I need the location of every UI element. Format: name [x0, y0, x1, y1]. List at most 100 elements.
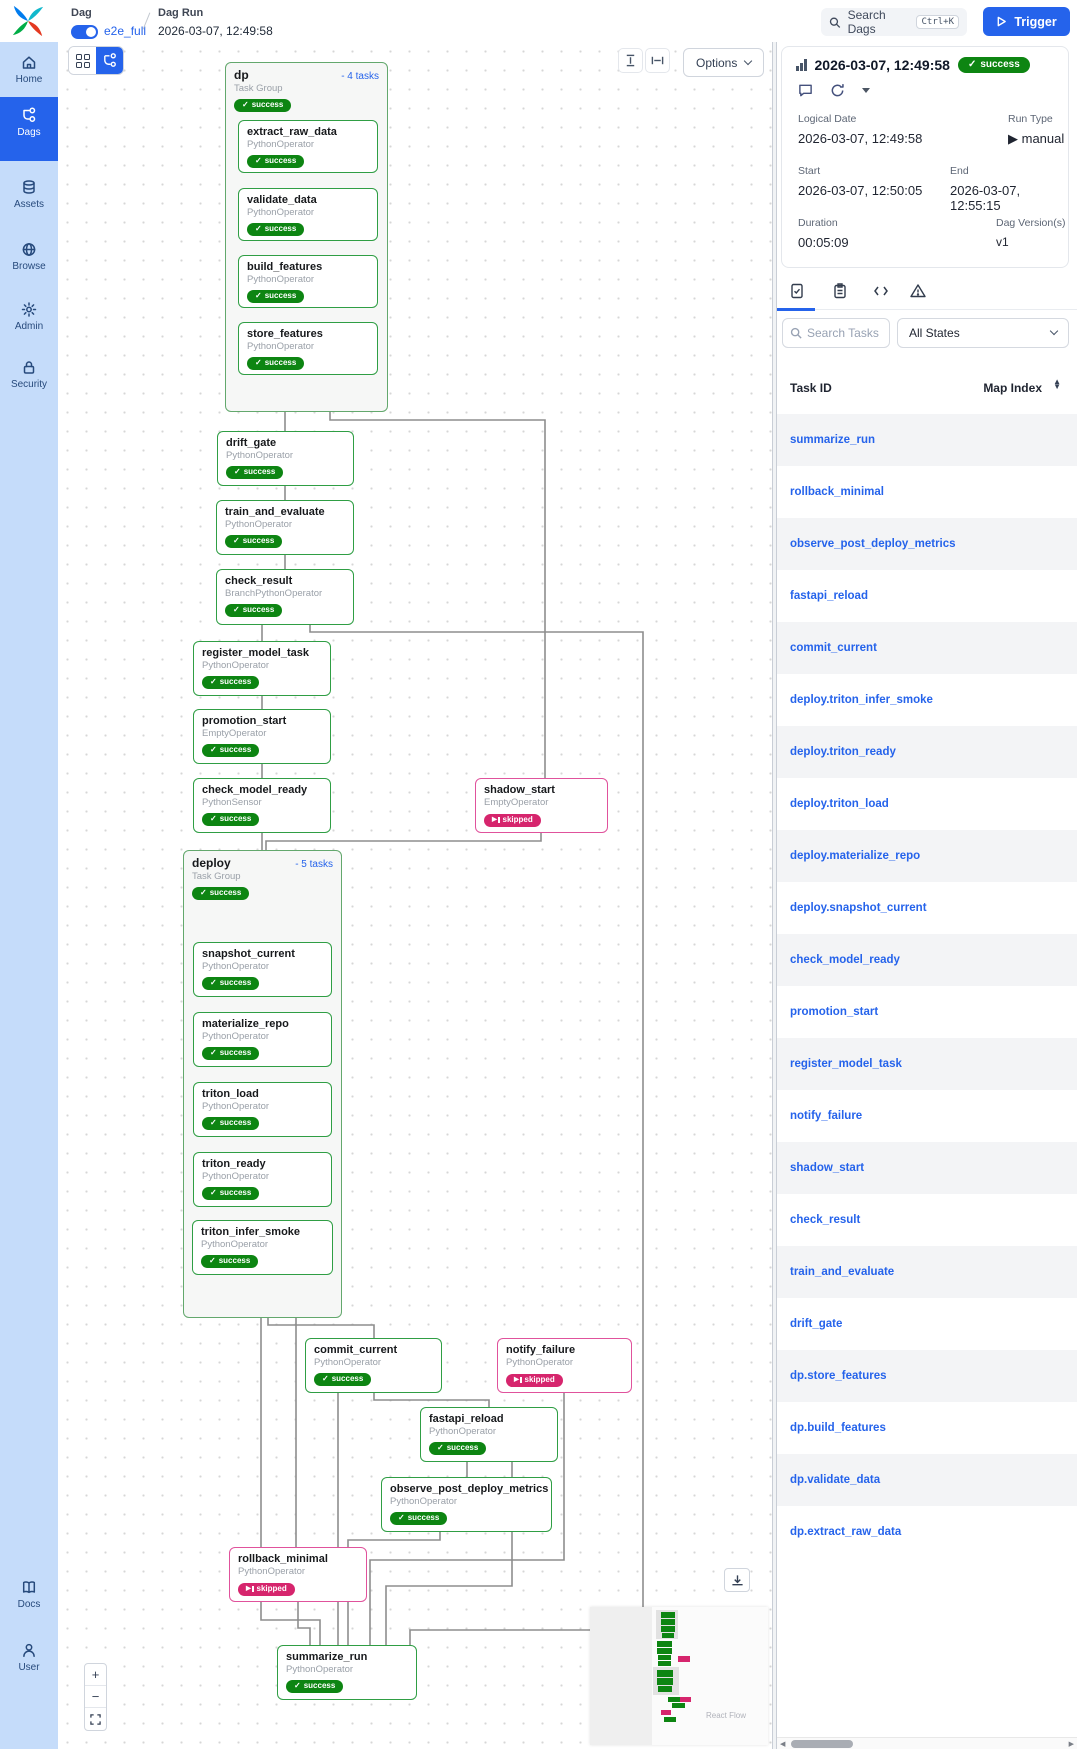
refresh-icon[interactable]	[830, 83, 845, 98]
task-node-deploy.snapshot_current[interactable]: snapshot_current PythonOperator ✓success	[193, 942, 332, 997]
task-search-input[interactable]	[807, 326, 879, 340]
dag-name-link[interactable]: e2e_full	[104, 24, 147, 38]
task-node-check_result[interactable]: check_result BranchPythonOperator ✓succe…	[216, 569, 354, 625]
task-node-dp.validate_data[interactable]: validate_data PythonOperator ✓success	[238, 188, 378, 241]
graph-canvas[interactable]: Options dp - 4 tasks Task Group ✓success…	[58, 42, 772, 1749]
task-search-box	[782, 318, 890, 348]
grid-view-button[interactable]	[69, 47, 96, 74]
task-node-drift_gate[interactable]: drift_gate PythonOperator ✓success	[217, 431, 354, 486]
dags-icon	[23, 107, 36, 122]
collapse-horizontal-button[interactable]	[645, 48, 670, 73]
panel-horizontal-scrollbar[interactable]: ◀ ▶	[777, 1737, 1077, 1749]
task-id-link[interactable]: train_and_evaluate	[790, 1266, 895, 1278]
sidebar-item-admin[interactable]: Admin	[0, 301, 58, 332]
task-node-dp.build_features[interactable]: build_features PythonOperator ✓success	[238, 255, 378, 308]
collapse-vertical-button[interactable]	[618, 48, 643, 73]
task-id-link[interactable]: check_model_ready	[790, 954, 900, 966]
task-node-shadow_start[interactable]: shadow_start EmptyOperator ▶skipped	[475, 778, 608, 833]
task-id-column-header: Task ID	[790, 381, 832, 395]
task-id-link[interactable]: deploy.snapshot_current	[790, 902, 927, 914]
graph-view-button[interactable]	[96, 47, 123, 74]
status-pill-success: ✓success	[247, 222, 305, 236]
task-id-link[interactable]: rollback_minimal	[790, 486, 884, 498]
breadcrumb-separator	[142, 12, 151, 30]
graph-minimap[interactable]	[590, 1607, 768, 1745]
task-node-dp.store_features[interactable]: store_features PythonOperator ✓success	[238, 322, 378, 375]
task-node-observe_post_deploy_metrics[interactable]: observe_post_deploy_metrics PythonOperat…	[381, 1477, 552, 1532]
active-tab-indicator	[777, 308, 815, 311]
dag-version-label: Dag Version(s)	[996, 217, 1066, 229]
minimap-bar	[657, 1678, 673, 1685]
sidebar-item-home[interactable]: Home	[0, 54, 58, 85]
group-collapse-badge[interactable]: - 5 tasks	[295, 859, 333, 870]
tab-code[interactable]	[873, 283, 891, 301]
task-row: promotion_start	[777, 986, 1077, 1038]
state-filter-select[interactable]: All States	[897, 318, 1069, 348]
sidebar-item-user[interactable]: User	[0, 1642, 58, 1673]
run-actions-caret[interactable]	[862, 88, 870, 93]
task-node-check_model_ready[interactable]: check_model_ready PythonSensor ✓success	[193, 778, 331, 833]
dag-pause-toggle[interactable]	[71, 25, 98, 39]
sidebar-item-browse[interactable]: Browse	[0, 241, 58, 272]
sort-icon[interactable]: ▲▼	[1053, 377, 1061, 391]
align-horizontal-icon	[651, 56, 664, 65]
tab-task-instances[interactable]	[789, 283, 807, 301]
task-node-deploy.triton_load[interactable]: triton_load PythonOperator ✓success	[193, 1082, 332, 1137]
scroll-left-arrow[interactable]: ◀	[780, 1741, 786, 1748]
task-id-link[interactable]: summarize_run	[790, 434, 876, 446]
zoom-out-button[interactable]: −	[85, 1686, 106, 1708]
scroll-right-arrow[interactable]: ▶	[1068, 1741, 1074, 1748]
sidebar-item-dags[interactable]: Dags	[0, 97, 58, 161]
airflow-logo[interactable]	[10, 4, 46, 38]
task-id-link[interactable]: deploy.triton_infer_smoke	[790, 694, 933, 706]
task-id-link[interactable]: fastapi_reload	[790, 590, 868, 602]
task-node-notify_failure[interactable]: notify_failure PythonOperator ▶skipped	[497, 1338, 632, 1393]
task-node-summarize_run[interactable]: summarize_run PythonOperator ✓success	[277, 1645, 417, 1700]
task-node-deploy.triton_infer_smoke[interactable]: triton_infer_smoke PythonOperator ✓succe…	[192, 1220, 333, 1275]
task-node-register_model_task[interactable]: register_model_task PythonOperator ✓succ…	[193, 641, 331, 696]
trigger-dag-button[interactable]: Trigger	[983, 7, 1070, 36]
task-node-deploy.materialize_repo[interactable]: materialize_repo PythonOperator ✓success	[193, 1012, 332, 1067]
task-node-title: triton_ready	[202, 1158, 266, 1170]
task-node-deploy.triton_ready[interactable]: triton_ready PythonOperator ✓success	[193, 1152, 332, 1207]
task-node-commit_current[interactable]: commit_current PythonOperator ✓success	[305, 1338, 442, 1393]
task-id-link[interactable]: check_result	[790, 1214, 861, 1226]
task-node-title: drift_gate	[226, 437, 277, 449]
fit-view-button[interactable]	[85, 1708, 106, 1730]
download-graph-button[interactable]	[724, 1568, 750, 1592]
tab-details[interactable]	[832, 283, 850, 301]
search-dags-button[interactable]: Search Dags Ctrl+K	[821, 8, 967, 36]
tab-events[interactable]	[910, 283, 928, 301]
sidebar-item-assets[interactable]: Assets	[0, 179, 58, 210]
task-id-link[interactable]: dp.extract_raw_data	[790, 1526, 902, 1538]
task-id-link[interactable]: shadow_start	[790, 1162, 865, 1174]
task-id-link[interactable]: deploy.triton_load	[790, 798, 889, 810]
task-id-link[interactable]: promotion_start	[790, 1006, 879, 1018]
note-icon[interactable]	[798, 83, 813, 98]
panel-resize-handle[interactable]	[772, 42, 777, 1749]
task-id-link[interactable]: deploy.triton_ready	[790, 746, 896, 758]
task-id-link[interactable]: register_model_task	[790, 1058, 902, 1070]
task-node-fastapi_reload[interactable]: fastapi_reload PythonOperator ✓success	[420, 1407, 558, 1462]
sidebar-item-label: Home	[15, 74, 43, 85]
task-id-link[interactable]: notify_failure	[790, 1110, 863, 1122]
task-id-link[interactable]: observe_post_deploy_metrics	[790, 538, 956, 550]
task-id-link[interactable]: deploy.materialize_repo	[790, 850, 921, 862]
status-pill-success: ✓success	[247, 289, 305, 303]
task-id-link[interactable]: commit_current	[790, 642, 877, 654]
task-id-link[interactable]: dp.store_features	[790, 1370, 887, 1382]
task-node-dp.extract_raw_data[interactable]: extract_raw_data PythonOperator ✓success	[238, 120, 378, 173]
task-node-promotion_start[interactable]: promotion_start EmptyOperator ✓success	[193, 709, 331, 764]
sidebar-item-security[interactable]: Security	[0, 359, 58, 390]
task-node-rollback_minimal[interactable]: rollback_minimal PythonOperator ▶skipped	[229, 1547, 367, 1602]
options-dropdown[interactable]: Options	[683, 48, 765, 77]
sidebar-item-label: Assets	[13, 199, 44, 210]
scrollbar-thumb[interactable]	[791, 1740, 853, 1748]
group-collapse-badge[interactable]: - 4 tasks	[341, 71, 379, 82]
task-node-train_and_evaluate[interactable]: train_and_evaluate PythonOperator ✓succe…	[216, 500, 354, 555]
task-id-link[interactable]: dp.build_features	[790, 1422, 886, 1434]
zoom-in-button[interactable]: +	[85, 1664, 106, 1686]
task-id-link[interactable]: dp.validate_data	[790, 1474, 881, 1486]
sidebar-item-docs[interactable]: Docs	[0, 1579, 58, 1610]
task-id-link[interactable]: drift_gate	[790, 1318, 843, 1330]
